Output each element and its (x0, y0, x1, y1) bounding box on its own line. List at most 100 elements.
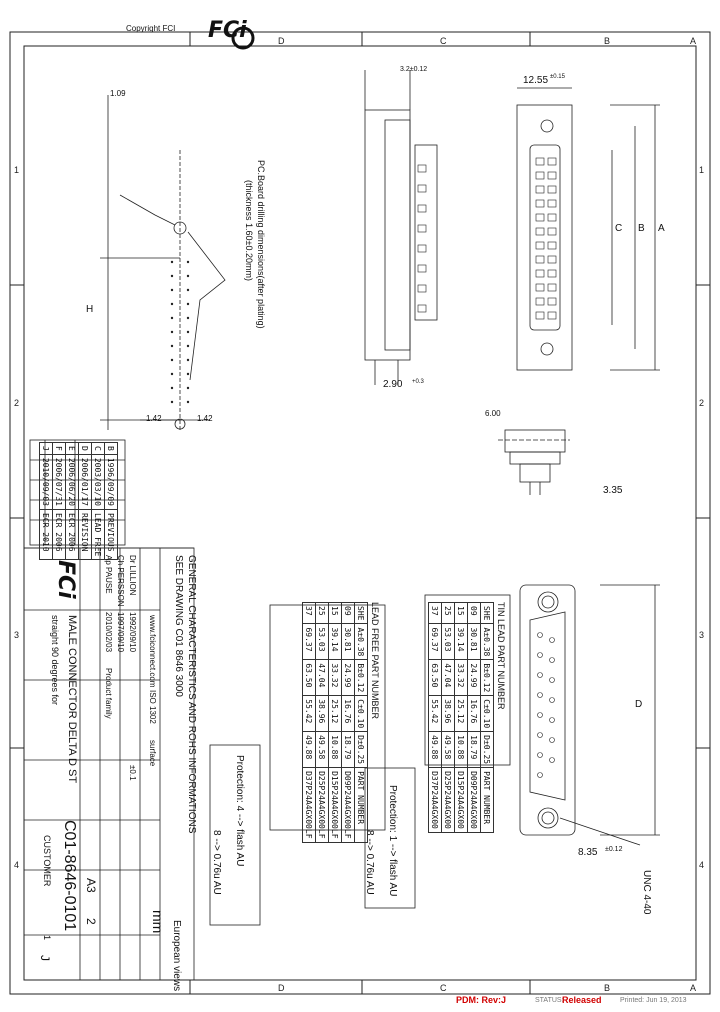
cell: 39.14 (328, 623, 342, 660)
cell: 2003/03/10 (91, 454, 105, 510)
cell: 09 (467, 602, 481, 624)
cell: 09 (341, 602, 355, 624)
revision-letter: J (38, 955, 52, 961)
surface-label: surface (148, 740, 157, 767)
fci-logo-title-block: FCi (53, 560, 78, 599)
dim-8-35-tol: ±0.12 (605, 846, 623, 853)
cell: 53.03 (315, 623, 329, 660)
general-characteristics: GENERAL CHARACTERISTICS AND ROHS INFORMA… (186, 555, 197, 834)
cell: 16.76 (341, 695, 355, 732)
header-cell: D±0.25 (354, 731, 368, 768)
product-family-label: Product family (104, 668, 113, 719)
drawing-number: C01-8646-0101 (61, 820, 78, 932)
zone-right-1: 1 (699, 165, 705, 175)
date-drawn: 1992/09/10 (128, 612, 137, 653)
table-borders (23, 439, 511, 981)
cell: B (104, 442, 118, 455)
header-cell: B±0.12 (354, 659, 368, 696)
dim-1-42-a: 1.42 (146, 414, 162, 423)
header-cell: PART NUMBER (480, 767, 494, 833)
fci-logo: FCi (208, 18, 247, 43)
header-cell: D±0.25 (480, 731, 494, 768)
cell: 47.04 (441, 659, 455, 696)
cell: REVISION (78, 509, 92, 560)
inner-frame (23, 45, 697, 981)
header-cell: SHE (354, 602, 368, 624)
cell: 39.14 (454, 623, 468, 660)
pin-dots (170, 260, 190, 404)
cell: 33.32 (328, 659, 342, 696)
cell: D15P24A4GX00LF (328, 767, 342, 843)
dim-8-35: 8.35 (578, 847, 598, 858)
zone-bottom-3: B (604, 983, 611, 993)
zone-top-3: B (604, 36, 611, 46)
side-view-drawing (364, 70, 438, 385)
cell: 2006/01/17 (78, 454, 92, 510)
tin-lead-grid: SHE A±0.38 B±0.12 C±0.10 D±0.25 PART NUM… (428, 602, 494, 833)
cell: 38.96 (441, 695, 455, 732)
zone-bottom-2: C (440, 983, 447, 993)
cell: 18.79 (341, 731, 355, 768)
side-pins (417, 164, 427, 313)
cell: 55.42 (428, 695, 442, 732)
description-line-2: straight 90 degrees for (50, 615, 60, 706)
cell: C (91, 442, 105, 455)
protection-4-line: 8 --> 0.76u AU (211, 830, 222, 895)
outer-frame (9, 31, 711, 995)
tolerance: ±0.1 (128, 765, 137, 781)
pin-layout-drawing (100, 95, 226, 430)
cell: 38.96 (315, 695, 329, 732)
description-line-1: MALE CONNECTOR DELTA D ST (66, 615, 78, 784)
unc-thread: UNC 4-40 (641, 870, 652, 915)
pcb-note-2: (thickness 1.60±0.20mm) (244, 180, 254, 281)
cell: 49.58 (315, 731, 329, 768)
header-cell: PART NUMBER (354, 767, 368, 843)
cell: 55.42 (302, 695, 316, 732)
dim-1-42-b: 1.42 (197, 414, 213, 423)
dim-a: A (658, 223, 665, 234)
cell: 15 (328, 602, 342, 624)
zone-top-2: C (440, 36, 447, 46)
zone-left-3: 3 (14, 630, 20, 640)
cell: 49.88 (428, 731, 442, 768)
cell: 47.04 (315, 659, 329, 696)
cell: 25 (315, 602, 329, 624)
cell: ECR 2006 (52, 509, 66, 560)
dim-h: H (86, 304, 94, 315)
header-cell: A±0.38 (354, 623, 368, 660)
tin-lead-table: TIN LEAD PART NUMBER SHE A±0.38 B±0.12 C… (428, 602, 506, 833)
cell: J (39, 442, 53, 455)
lead-free-table: LEAD FREE PART NUMBER SHE A±0.38 B±0.12 … (302, 602, 380, 843)
dim-12-55-tol: ±0.15 (550, 74, 565, 80)
zone-left-4: 4 (14, 860, 20, 870)
dim-12-55: 12.55 (523, 75, 549, 86)
bottom-connector-view (519, 584, 660, 846)
cell: 63.50 (428, 659, 442, 696)
dim-3-35: 3.35 (603, 485, 623, 496)
front-view-drawing (516, 87, 660, 371)
date-checked: 1997/09/10 (116, 612, 125, 653)
cell: ECR 2006 (65, 509, 79, 560)
unit-mm: mm (150, 910, 166, 934)
cell: PREVIOUS (104, 509, 118, 560)
cell: 15 (454, 602, 468, 624)
table-row: SHE A±0.38 B±0.12 C±0.10 D±0.25 PART NUM… (480, 602, 494, 833)
sheet-size: A3 (84, 878, 98, 893)
zone-left-2: 2 (14, 398, 20, 408)
see-drawing: SEE DRAWING C01 8646 3000 (173, 555, 184, 697)
cell: LEAD FREE (91, 509, 105, 560)
cell: D37P24A4GX00LF (302, 767, 316, 843)
iso-standard: ISO 1302 (148, 690, 157, 724)
status-label: STATUS: (535, 997, 564, 1004)
zone-right-2: 2 (699, 398, 705, 408)
